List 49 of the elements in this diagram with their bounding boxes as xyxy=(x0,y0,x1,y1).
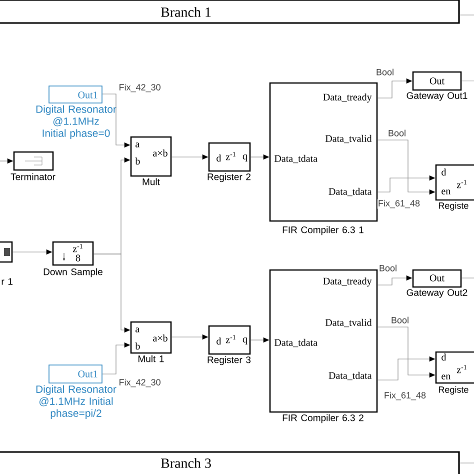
node-label: Data_tvalid xyxy=(325,318,372,328)
edge-label: Bool xyxy=(387,129,407,137)
multiplier-block: a b a×b xyxy=(130,321,172,354)
block-caption: Registe xyxy=(438,202,468,211)
block-caption: Mult xyxy=(142,178,160,186)
edge-label: Fix_42_30 xyxy=(118,83,162,93)
register-block: d z$^{-1}$ q xyxy=(208,142,251,172)
node-label: Data_tready xyxy=(323,93,372,103)
register-block: d z$^{-1}$ q xyxy=(208,325,251,355)
block-caption: Registe xyxy=(438,386,468,395)
fir-block: Data_tready Data_tvalid Data_tdata Data_tdata xyxy=(269,82,378,222)
block-caption: Gateway Out2 xyxy=(406,289,468,298)
block-caption: FIR Compiler 6.3 2 xyxy=(282,414,364,424)
edge-label: Fix_61_48 xyxy=(377,199,421,209)
block-caption: Terminator xyxy=(10,173,56,180)
down-sample-block: z$^{-1}$ 8 xyxy=(52,241,94,266)
connector-line xyxy=(460,462,474,464)
gateway-block: Out xyxy=(412,71,462,91)
node-label: Data_tdata xyxy=(274,154,318,164)
block-caption: FIR Compiler 6.3 1 xyxy=(282,226,364,236)
node-label: Data_tdata xyxy=(328,372,372,380)
edge-label: Bool xyxy=(375,68,395,76)
resonator-block: Out1 xyxy=(48,364,102,384)
block-caption: Register 2 xyxy=(208,173,251,182)
register-block: d en z$^{-1}$ xyxy=(435,164,474,201)
edge-label: Bool xyxy=(390,316,410,324)
node-label: Data_tdata xyxy=(328,188,372,196)
block-caption: Gateway Out1 xyxy=(406,92,468,101)
connector-line xyxy=(460,14,474,16)
register-block: d en z$^{-1}$ xyxy=(435,351,474,384)
block-caption: Mult 1 xyxy=(138,355,164,362)
node-label: Data_tready xyxy=(323,277,372,287)
resonator-block: Out1 xyxy=(48,86,102,104)
gateway-block: Out xyxy=(412,269,462,288)
block-caption: Down Sample xyxy=(44,268,102,278)
multiplier-block: a b a×b xyxy=(130,136,172,177)
branch-band: Branch 1 xyxy=(0,0,460,24)
edge-label: Bool xyxy=(378,264,398,272)
branch-band: Branch 3 xyxy=(0,451,460,474)
node-label: Data_tvalid xyxy=(325,134,372,144)
block-caption: Register 3 xyxy=(208,356,251,366)
edge-label: Fix_42_30 xyxy=(118,378,162,388)
block-caption: Digital Resonator @1.1MHz Initial phase=pi/2 xyxy=(36,385,116,419)
block-caption: Digital Resonator @1.1MHz Initial phase=0 xyxy=(36,105,116,139)
edge-label: Fix_61_48 xyxy=(383,391,427,401)
block-caption: r 1 xyxy=(2,278,12,285)
fir-block: Data_tready Data_tvalid Data_tdata Data_tdata xyxy=(269,269,378,413)
connector-line xyxy=(461,80,474,82)
node-label: Data_tdata xyxy=(274,338,318,348)
